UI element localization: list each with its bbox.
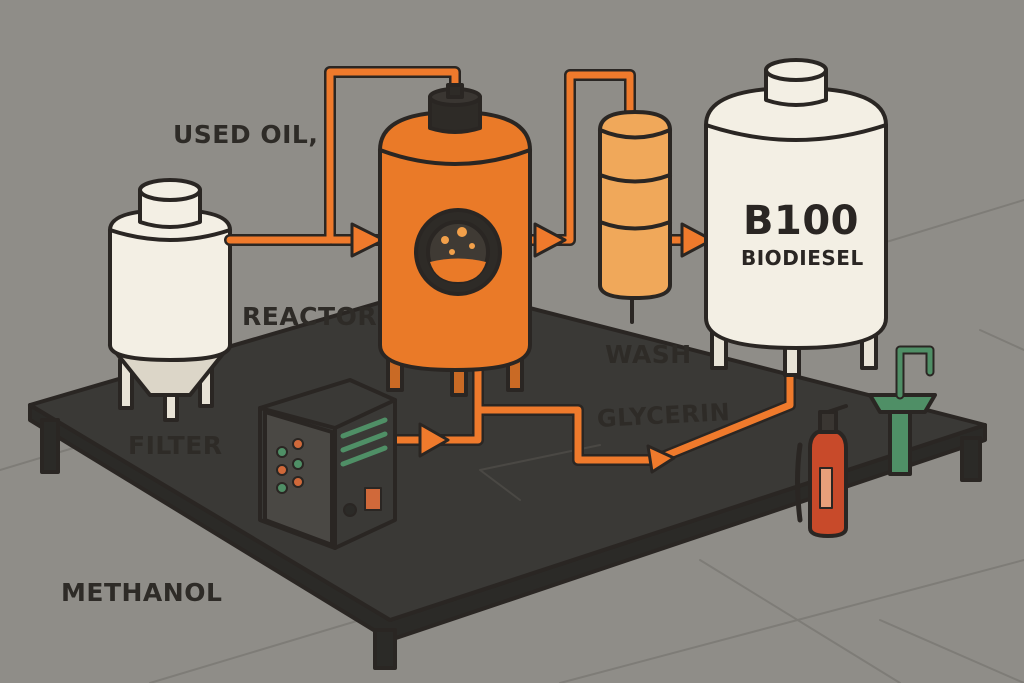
arrow-methanol (418, 422, 450, 458)
filter-tank (108, 178, 232, 422)
fire-extinguisher (795, 404, 848, 538)
platform (28, 283, 987, 670)
methanol-label: METHANOL (61, 578, 223, 607)
eyewash-station (868, 345, 937, 476)
biodiesel-label: BIODIESEL (741, 246, 864, 270)
process-pipes (224, 66, 796, 466)
reactor-label: REACTOR (242, 302, 378, 331)
wash-column (598, 110, 672, 324)
b100-label: B100 (743, 198, 859, 244)
b100-storage-tank (704, 58, 888, 377)
arrow-to-wash (533, 222, 567, 258)
control-panel (258, 378, 397, 550)
filter-label: FILTER (128, 431, 223, 460)
arrow-glycerin (646, 444, 676, 474)
arrow-to-b100 (680, 222, 714, 258)
used-oil-label: USED OIL, (173, 120, 319, 149)
reactor-vessel (378, 83, 532, 397)
arrow-to-reactor (350, 222, 386, 258)
wash-label: WASH (605, 340, 692, 369)
